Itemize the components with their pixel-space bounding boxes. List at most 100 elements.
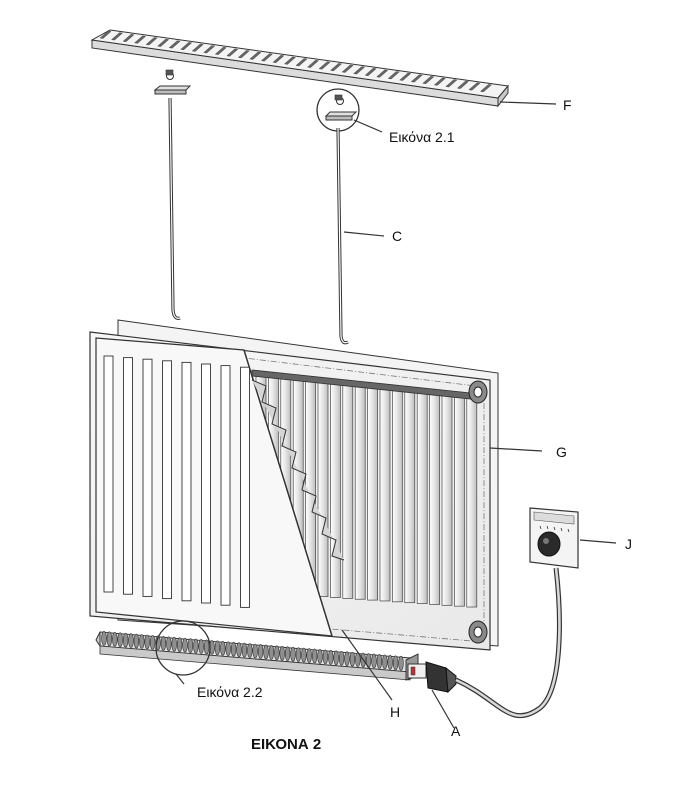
coil-turn bbox=[376, 654, 383, 669]
coil-turn bbox=[203, 639, 210, 655]
callout-detail-2-2: Εικόνα 2.2 bbox=[197, 684, 263, 700]
detail-2-1-circle bbox=[316, 88, 360, 132]
fin bbox=[317, 380, 329, 597]
label-c: C bbox=[392, 228, 403, 244]
grille-slot bbox=[157, 38, 170, 47]
grille-slot bbox=[122, 34, 135, 42]
grille-slot bbox=[364, 67, 377, 76]
grille-slot bbox=[284, 56, 296, 65]
fin bbox=[429, 392, 440, 605]
coil-turn bbox=[279, 645, 285, 661]
louvre-slot bbox=[162, 360, 172, 600]
coil-turn bbox=[171, 636, 177, 652]
coil-turn bbox=[317, 649, 323, 664]
label-f: F bbox=[563, 97, 572, 113]
fin bbox=[342, 383, 354, 599]
coil-turn bbox=[112, 631, 118, 647]
coil-turn bbox=[295, 647, 302, 662]
louvre-slot bbox=[103, 355, 114, 593]
leader-2-1 bbox=[353, 119, 383, 133]
grille-slot bbox=[410, 74, 423, 83]
power-cable-core bbox=[455, 567, 561, 717]
thermostat bbox=[529, 507, 579, 569]
grille-slot bbox=[191, 43, 204, 52]
grille-slot bbox=[376, 69, 389, 78]
grille-slot bbox=[433, 77, 446, 86]
label-j: J bbox=[625, 536, 632, 552]
grille-slot bbox=[330, 63, 343, 72]
grille-slot bbox=[318, 61, 331, 70]
fin bbox=[404, 389, 416, 604]
coil-turn bbox=[382, 654, 388, 670]
coil-turn bbox=[398, 655, 404, 671]
label-h: H bbox=[390, 704, 401, 720]
louvre-slot bbox=[181, 361, 192, 602]
coil-turn bbox=[230, 641, 237, 657]
coil-turn bbox=[284, 646, 291, 662]
coil-turn bbox=[149, 635, 156, 650]
coil-turn bbox=[193, 638, 199, 654]
thermostat-scale bbox=[539, 525, 570, 533]
louvre-slot bbox=[220, 365, 231, 606]
coil-turn bbox=[236, 642, 242, 657]
coil-turn bbox=[133, 633, 140, 649]
support-tube-top bbox=[468, 380, 488, 404]
coil-turn bbox=[311, 648, 318, 664]
grille-slot bbox=[307, 59, 319, 68]
grille-slot bbox=[295, 58, 308, 67]
fin bbox=[379, 387, 391, 602]
fin bbox=[466, 396, 478, 608]
heating-coils bbox=[101, 631, 404, 671]
label-a: A bbox=[451, 723, 461, 739]
coil-turn bbox=[117, 632, 123, 647]
coil-turn bbox=[333, 650, 339, 666]
top-grille bbox=[90, 29, 509, 108]
coil-turn bbox=[182, 637, 188, 653]
coil-turn bbox=[301, 647, 307, 663]
grille-slot bbox=[214, 46, 227, 55]
grille-slot bbox=[468, 82, 481, 91]
left-bracket bbox=[153, 69, 192, 95]
leader-h bbox=[341, 629, 393, 701]
coil-turn bbox=[290, 646, 296, 662]
grille-slot bbox=[341, 64, 354, 73]
fin bbox=[392, 388, 403, 603]
cutaway-edge bbox=[243, 349, 345, 637]
leader-2-2 bbox=[175, 673, 185, 685]
grille-slot bbox=[249, 51, 262, 60]
grille-slot bbox=[445, 79, 458, 88]
grille-slot bbox=[180, 42, 193, 51]
louvre-slot bbox=[201, 363, 211, 604]
hanging-rod-left bbox=[168, 97, 181, 320]
grille-slot bbox=[353, 66, 366, 75]
coil-turn bbox=[241, 642, 248, 658]
detail-2-2-circle bbox=[155, 620, 211, 676]
coil-turn bbox=[257, 644, 264, 659]
coil-turn bbox=[268, 645, 275, 660]
fin bbox=[454, 394, 465, 607]
grille-slots bbox=[99, 30, 492, 93]
grille-slot bbox=[111, 32, 123, 41]
heating-element bbox=[95, 631, 419, 681]
grille-slot bbox=[422, 76, 435, 85]
coil-turn bbox=[187, 638, 194, 653]
grille-slot bbox=[203, 45, 216, 54]
louvre-slot bbox=[142, 358, 153, 597]
coil-turn bbox=[322, 649, 329, 665]
label-g: G bbox=[556, 444, 567, 460]
front-louvre-panel bbox=[95, 337, 333, 637]
grille-slot bbox=[134, 35, 147, 44]
fin bbox=[441, 393, 453, 606]
grille-slot bbox=[168, 40, 181, 49]
coil-turn bbox=[349, 651, 356, 667]
grille-slot bbox=[387, 71, 400, 80]
coil-turn bbox=[247, 643, 253, 658]
coil-turn bbox=[392, 655, 399, 671]
grille-slot bbox=[260, 53, 273, 62]
grille-slot bbox=[226, 48, 239, 57]
fin bbox=[330, 381, 341, 598]
grille-slot bbox=[272, 55, 285, 63]
grille-slot bbox=[456, 80, 469, 89]
coil-turn bbox=[371, 653, 377, 669]
